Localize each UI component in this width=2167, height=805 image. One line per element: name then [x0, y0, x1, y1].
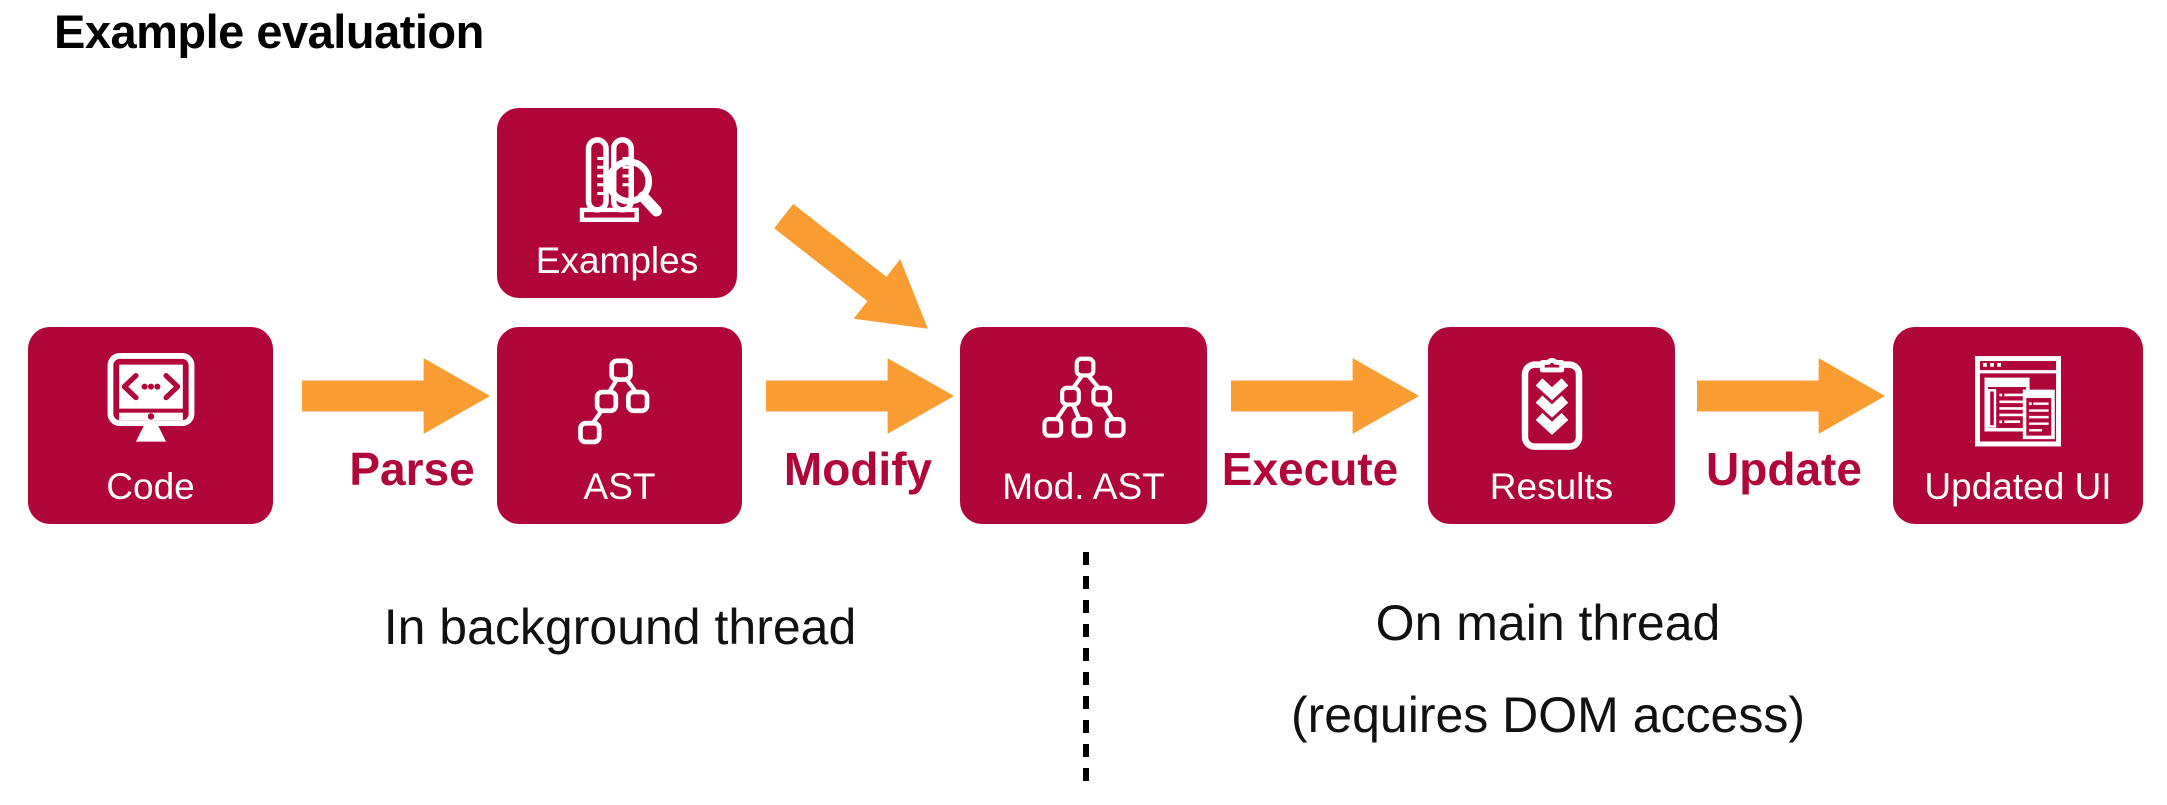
- syntax-tree-icon: [507, 341, 732, 467]
- modified-syntax-tree-icon: [970, 341, 1197, 467]
- node-label: Mod. AST: [1002, 466, 1165, 508]
- monitor-code-icon: [38, 341, 263, 467]
- node-examples: Examples: [497, 108, 737, 298]
- edge-label-modify: Modify: [783, 443, 933, 495]
- modify-arrow-icon: [766, 353, 956, 439]
- page-title: Example evaluation: [54, 5, 484, 58]
- right-section-caption-line1: On main thread: [1375, 595, 1721, 651]
- update-arrow-icon: [1697, 353, 1887, 439]
- parse-arrow-icon: [302, 353, 492, 439]
- node-results: Results: [1428, 327, 1675, 524]
- examples-merge-arrow-icon: [757, 182, 956, 364]
- node-mod-ast: Mod. AST: [960, 327, 1207, 524]
- node-updated-ui: Updated UI: [1893, 327, 2143, 524]
- test-tubes-magnifier-icon: [507, 122, 727, 241]
- node-label: Updated UI: [1924, 466, 2112, 508]
- thread-boundary-divider: [1083, 552, 1089, 784]
- node-label: Examples: [535, 240, 699, 282]
- node-label: Results: [1489, 466, 1614, 508]
- execute-arrow-icon: [1231, 353, 1421, 439]
- clipboard-checklist-icon: [1438, 341, 1665, 467]
- right-section-caption-line2: (requires DOM access): [1291, 687, 1805, 743]
- node-ast: AST: [497, 327, 742, 524]
- edge-label-update: Update: [1706, 443, 1862, 495]
- node-label: Code: [106, 466, 195, 508]
- edge-label-parse: Parse: [349, 443, 475, 495]
- left-section-caption: In background thread: [383, 599, 857, 655]
- edge-label-execute: Execute: [1221, 443, 1399, 495]
- browser-window-icon: [1903, 341, 2133, 467]
- node-code: Code: [28, 327, 273, 524]
- node-label: AST: [583, 466, 656, 508]
